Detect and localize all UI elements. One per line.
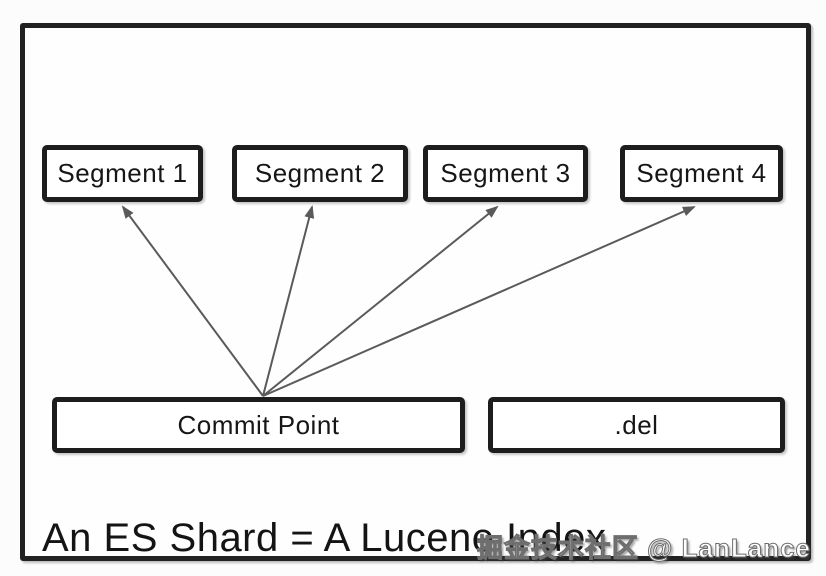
diagram-title: An ES Shard = A Lucene Index (42, 516, 607, 560)
segment-2-label: Segment 2 (254, 158, 386, 188)
segment-1-label: Segment 1 (57, 158, 188, 188)
segment-4-label: Segment 4 (636, 158, 767, 188)
segment-4-box: Segment 4 (620, 145, 783, 202)
del-file-label: .del (614, 409, 659, 440)
del-file-box: .del (488, 397, 785, 453)
segment-3-label: Segment 3 (440, 158, 571, 188)
segment-1-box: Segment 1 (42, 145, 203, 202)
diagram-outer-border (20, 23, 811, 561)
commit-point-label: Commit Point (177, 409, 340, 440)
segment-2-box: Segment 2 (232, 145, 408, 202)
segment-3-box: Segment 3 (423, 145, 588, 202)
watermark: 掘金技术社区 @ LanLance (476, 533, 811, 564)
commit-point-box: Commit Point (52, 397, 465, 453)
